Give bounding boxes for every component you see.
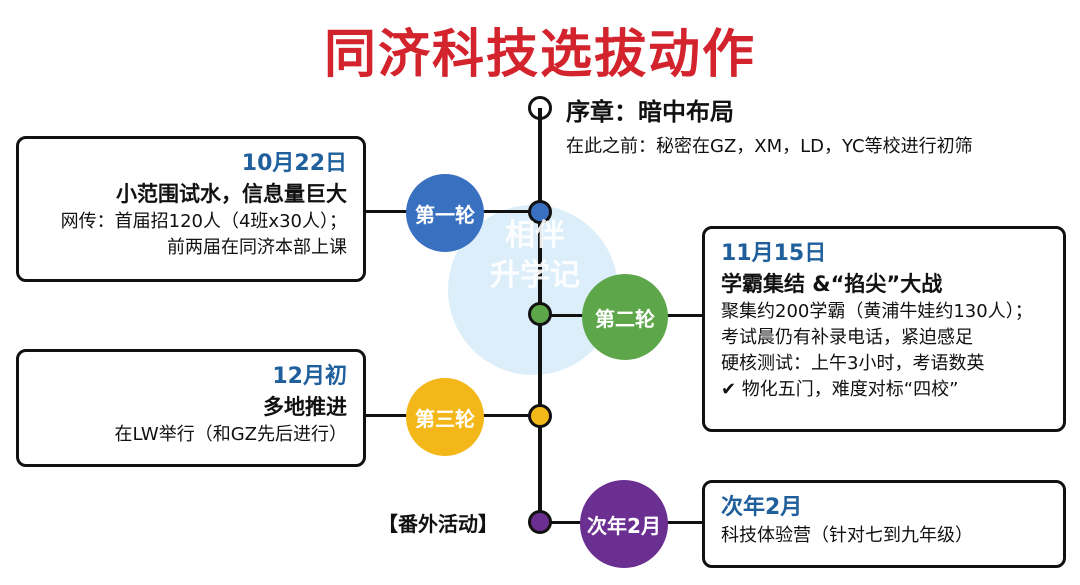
round2-card: 11月15日 学霸集结 &“掐尖”大战 聚集约200学霸（黄浦牛娃约130人）；… bbox=[702, 226, 1066, 432]
round3-card: 12月初 多地推进 在LW举行（和GZ先后进行） bbox=[16, 349, 366, 467]
round2-node bbox=[528, 302, 552, 326]
page-title: 同济科技选拔动作 bbox=[323, 25, 756, 85]
round1-line: 网传：首届招120人（4班x30人）； bbox=[60, 211, 347, 232]
watermark-text: 相伴升学记 bbox=[470, 216, 600, 296]
round2-badge: 第二轮 bbox=[582, 274, 668, 360]
extra-badge: 次年2月 bbox=[580, 480, 668, 568]
watermark-line: 相伴 bbox=[505, 218, 565, 253]
round2-line: 硬核测试：上午3小时，考语数英 bbox=[721, 353, 985, 374]
round1-headline: 小范围试水，信息量巨大 bbox=[116, 182, 347, 206]
round3-headline: 多地推进 bbox=[263, 395, 347, 419]
prologue-node bbox=[528, 96, 552, 120]
extra-node bbox=[528, 510, 552, 534]
extra-card: 次年2月 科技体验营（针对七到九年级） bbox=[702, 480, 1066, 568]
round1-badge: 第一轮 bbox=[406, 174, 484, 252]
round1-date: 10月22日 bbox=[241, 151, 347, 176]
prologue-text: 在此之前：秘密在GZ，XM，LD，YC等校进行初筛 bbox=[566, 136, 973, 157]
extra-line: 科技体验营（针对七到九年级） bbox=[721, 525, 973, 546]
watermark-line: 升学记 bbox=[490, 258, 580, 293]
round2-date: 11月15日 bbox=[721, 241, 827, 266]
round1-node bbox=[528, 200, 552, 224]
round3-line: 在LW举行（和GZ先后进行） bbox=[114, 424, 347, 445]
round2-line: ✔ 物化五门，难度对标“四校” bbox=[721, 379, 959, 400]
round1-line: 前两届在同济本部上课 bbox=[167, 237, 347, 258]
round2-line: 考试晨仍有补录电话，紧迫感足 bbox=[721, 327, 973, 348]
extra-date: 次年2月 bbox=[721, 495, 803, 520]
round2-line: 聚集约200学霸（黄浦牛娃约130人）； bbox=[721, 301, 1033, 322]
round3-node bbox=[528, 404, 552, 428]
prologue-heading: 序章：暗中布局 bbox=[566, 98, 734, 126]
round1-card: 10月22日 小范围试水，信息量巨大 网传：首届招120人（4班x30人）； 前… bbox=[16, 136, 366, 282]
round3-badge: 第三轮 bbox=[406, 378, 484, 456]
round3-date: 12月初 bbox=[272, 364, 347, 389]
extra-label: 【番外活动】 bbox=[378, 512, 498, 536]
round2-headline: 学霸集结 &“掐尖”大战 bbox=[721, 272, 943, 296]
